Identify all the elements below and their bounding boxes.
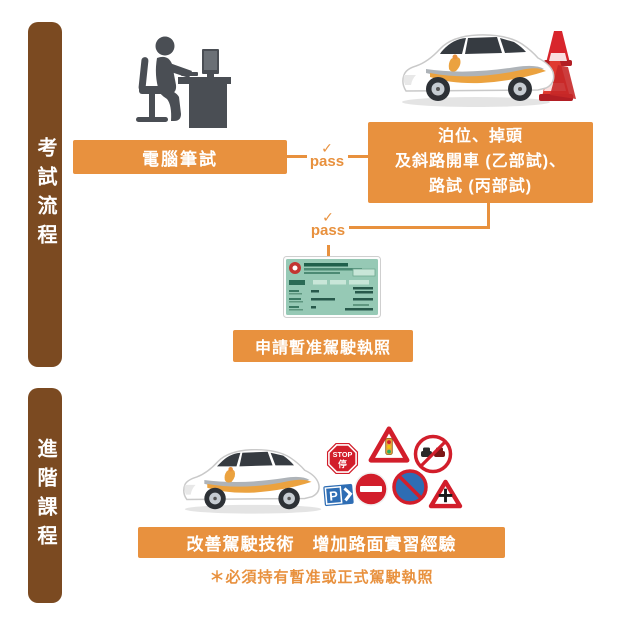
car-icon [402,34,555,101]
car-shadow [402,97,550,107]
written-test-label: 電腦筆試 [142,149,218,169]
svg-text:停: 停 [338,458,347,469]
no-waiting-sign-icon [392,469,428,505]
road-test-line1: 泊位、掉頭 [437,128,523,146]
road-test-line3: 路試 (丙部試) [428,177,533,195]
section-label-advanced-course: 進階課程 [34,437,56,554]
no-entry-sign-icon [354,472,388,506]
parking-sign-icon: P [322,482,355,508]
pass-label-1: ✓ pass [305,140,349,169]
svg-text:STOP: STOP [333,450,353,459]
test-car-with-cones-illustration [396,25,578,111]
crossroads-warning-sign-icon [428,479,463,509]
advanced-course-label: 改善駕駛技術 增加路面實習經驗 [186,535,457,554]
check-icon: ✓ [321,140,333,156]
connector-line [349,226,489,229]
connector-line [348,155,368,158]
section-bar-advanced-course: 進階課程 [28,388,62,603]
svg-text:P: P [329,488,339,504]
traffic-light-warning-sign-icon [368,426,410,464]
car-icon [183,448,320,510]
step-box-written-test: 電腦筆試 [73,140,287,174]
apply-license-label: 申請暫准駕駛執照 [254,340,391,357]
license-card-icon [283,256,381,318]
no-overtaking-sign-icon [413,434,453,474]
pass-label-2: ✓ pass [306,209,350,238]
practice-car-illustration [176,441,334,517]
section-label-exam-process: 考試流程 [34,136,56,253]
stop-sign-icon: STOP 停 [326,442,359,475]
road-test-line2: 及斜路開車 (乙部試)、 [394,153,567,171]
step-box-road-test: 泊位、掉頭 及斜路開車 (乙部試)、 路試 (丙部試) [368,122,593,203]
section-bar-exam-process: 考試流程 [28,22,62,367]
connector-line [327,245,330,258]
person-at-computer-icon [128,33,233,131]
license-requirement-note: ＊必須持有暫准或正式駕駛執照 [209,569,434,586]
check-icon: ✓ [322,209,334,225]
connector-line [287,155,307,158]
step-box-advanced-course: 改善駕駛技術 增加路面實習經驗 [138,527,505,558]
step-box-apply-probationary-license: 申請暫准駕駛執照 [233,330,413,362]
connector-line [487,203,490,229]
